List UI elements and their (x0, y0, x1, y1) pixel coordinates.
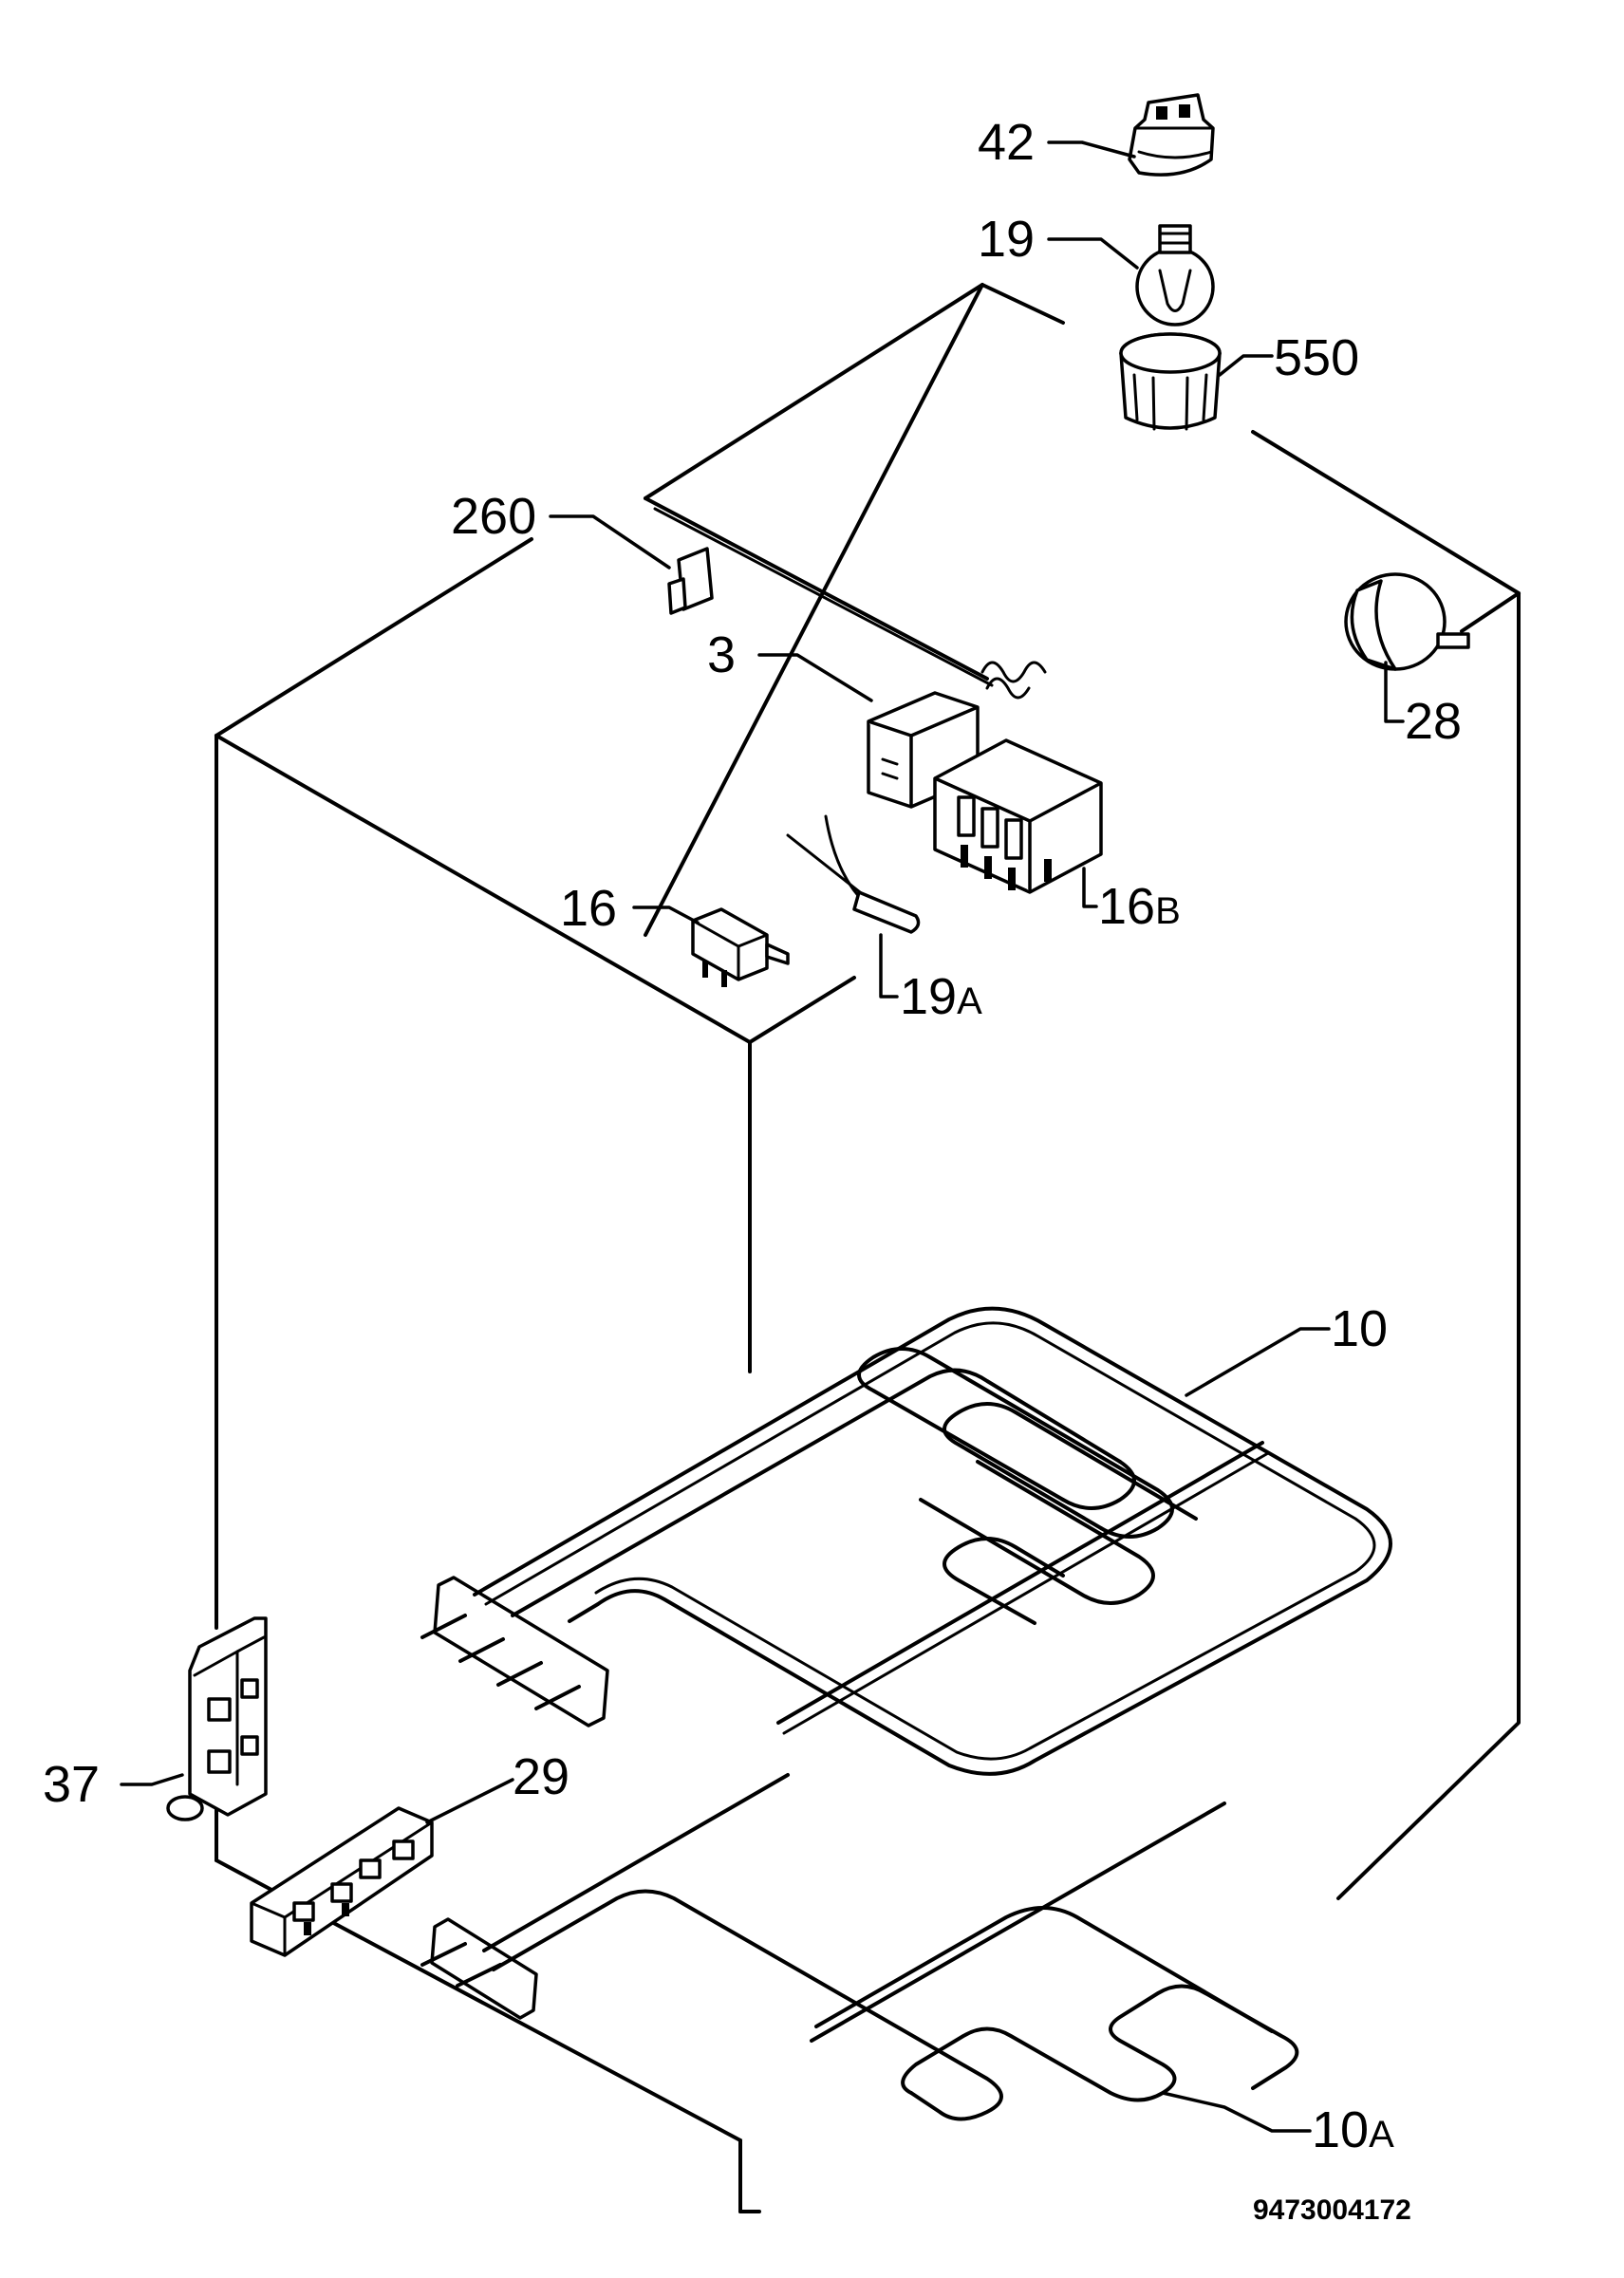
label-10: 10 (1331, 1300, 1388, 1357)
label-3: 3 (707, 626, 736, 683)
label-29: 29 (513, 1748, 569, 1805)
label-16b: 16B (1098, 878, 1181, 935)
lamp-cap-part (1047, 93, 1215, 177)
probe-sensor-part (786, 814, 921, 999)
label-42: 42 (978, 114, 1035, 171)
label-28: 28 (1405, 693, 1462, 750)
label-16: 16 (560, 880, 617, 937)
lamp-glass-part (1119, 332, 1274, 431)
label-19a: 19A (900, 968, 982, 1025)
oven-cavity-outline (215, 283, 1521, 2213)
part-labels: 42 19 550 260 3 28 16B 16 19A 10 37 29 1… (43, 114, 1462, 2158)
label-19: 19 (978, 211, 1035, 268)
door-lock-part (120, 1616, 268, 1821)
upper-grill-element (420, 1306, 1392, 1776)
document-number: 9473004172 (1253, 2194, 1411, 2226)
label-260: 260 (451, 488, 536, 545)
clip-part (549, 514, 714, 615)
selector-knob-part (1344, 572, 1470, 723)
label-550: 550 (1274, 329, 1359, 386)
label-37: 37 (43, 1756, 100, 1813)
capillary-tube (644, 496, 1047, 700)
label-10a: 10A (1312, 2101, 1394, 2158)
lower-element (420, 1773, 1312, 2133)
terminal-block-part (933, 738, 1103, 908)
bulb-part (1047, 224, 1215, 327)
push-switch-part (632, 906, 790, 987)
switch-block-part (250, 1778, 514, 1957)
